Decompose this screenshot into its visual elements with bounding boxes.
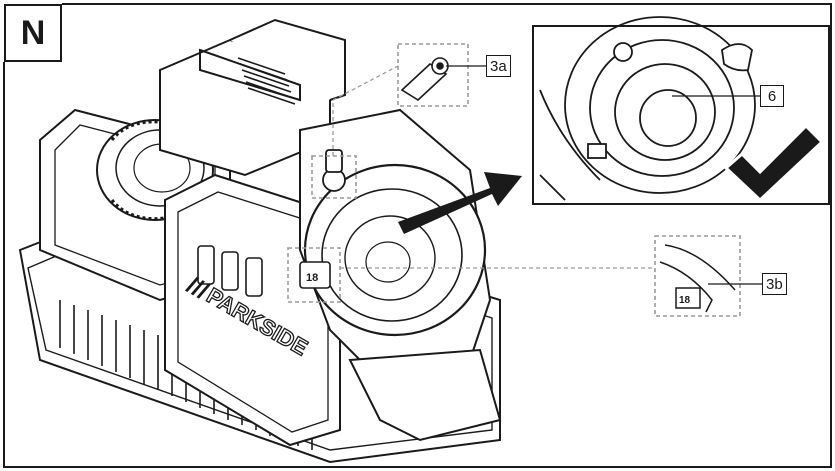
inset-6-drawing (539, 16, 756, 201)
panel-frame (3, 3, 832, 468)
inset-3b-drawing (659, 244, 736, 313)
callout-3a: 3a (486, 55, 511, 77)
inset-3a-drawing (400, 57, 449, 102)
callout-6: 6 (760, 85, 784, 107)
centre-module (164, 173, 341, 447)
grip-ridges (237, 57, 296, 105)
highlight-3a-source (311, 155, 357, 199)
dial-marking: 18 (306, 272, 318, 284)
highlight-3b-source (287, 247, 341, 303)
checkmark-icon (723, 123, 825, 203)
panel-letter: N (4, 4, 62, 62)
callout-3b: 3b (762, 273, 787, 295)
angle-slots (197, 245, 263, 297)
inset-dial-marking: 18 (679, 295, 691, 306)
arrow-right-icon (398, 172, 522, 234)
leader-3a (332, 64, 401, 156)
dial-mark-area (299, 261, 331, 289)
